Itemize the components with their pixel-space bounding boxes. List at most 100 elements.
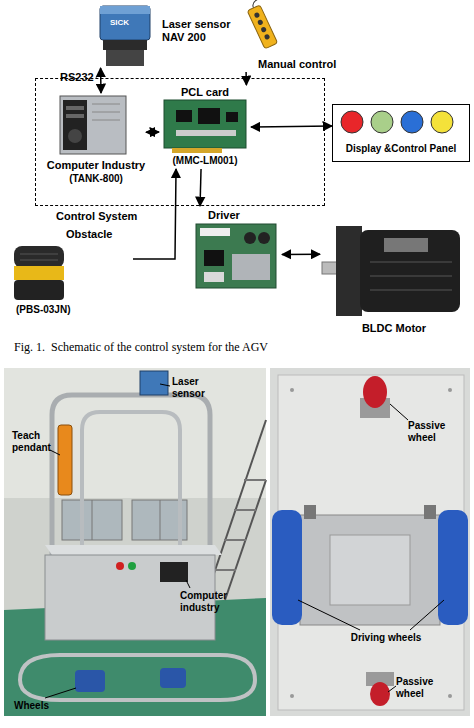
laser-sensor-icon [100, 6, 150, 14]
obstacle-sensor-icon [14, 266, 64, 280]
agv-photo [4, 368, 266, 716]
indicator-lamps [341, 111, 453, 133]
indicator-lamps [431, 111, 453, 133]
computer-icon [60, 96, 126, 154]
node-title: PCL card [159, 86, 251, 99]
agv-photo [160, 668, 186, 688]
node-title: Obstacle [66, 228, 132, 241]
node-title: Laser sensor NAV 200 [162, 18, 234, 44]
display-control-panel: Display &Control Panel [332, 104, 470, 162]
obstacle-sensor-icon [14, 246, 64, 268]
computer-icon [68, 129, 82, 143]
agv-photo [50, 450, 60, 455]
chassis-photo [448, 388, 452, 392]
laser-sensor-icon [106, 50, 144, 66]
connector-arrow [200, 169, 201, 206]
node-title: Display &Control Panel [335, 143, 467, 155]
indicator-lamps [401, 111, 423, 133]
brand-mark: SICK [110, 18, 144, 28]
agv-photo [244, 479, 266, 481]
connector-arrow [245, 72, 247, 85]
agv-photo [92, 500, 93, 540]
obstacle-sensor-icon [20, 260, 58, 261]
obstacle-sensor-icon [14, 280, 64, 300]
motor-icon [322, 226, 460, 316]
part-label: Driving wheels [338, 632, 434, 644]
pendant-icon [247, 5, 277, 49]
pendant-icon [260, 26, 267, 33]
node-title: Computer Industry [42, 159, 150, 172]
agv-photo [58, 425, 72, 495]
node-subtitle: (PBS-03JN) [16, 304, 116, 316]
chassis-photo [290, 694, 294, 698]
connector-arrow [251, 125, 332, 127]
computer-icon [92, 120, 120, 121]
agv-photo [45, 688, 76, 698]
chassis-photo [424, 505, 436, 519]
computer-icon [92, 104, 120, 105]
driver-board-icon [258, 232, 270, 244]
chassis-photo [410, 600, 444, 630]
laser-sensor-icon [100, 6, 150, 40]
computer-icon [66, 106, 84, 110]
pcl-card-icon [176, 110, 192, 122]
pendant-icon [245, 0, 279, 49]
agv-photo [225, 480, 266, 600]
agv-photo [160, 562, 188, 582]
agv-photo [128, 562, 136, 570]
agv-photo [62, 500, 122, 540]
chassis-photo [363, 376, 387, 408]
chassis-photo [438, 510, 468, 625]
motor-icon [370, 289, 452, 291]
industrial-computer: Computer Industry(TANK-800) [46, 93, 146, 191]
pcl-card-icon [198, 108, 220, 124]
chassis-photo [390, 404, 408, 420]
node-title: Control System [56, 210, 206, 223]
computer-icon [66, 114, 84, 118]
motor-icon [336, 226, 362, 316]
motor-icon [322, 262, 338, 274]
node-subtitle: (MMC-LM001) [155, 155, 255, 167]
chassis-photo [298, 600, 360, 630]
driver-board-icon [232, 254, 270, 280]
part-label: Laser sensor [172, 376, 222, 400]
node-title: Manual control [258, 58, 348, 71]
connector-label: RS232 [60, 71, 94, 84]
chassis-photo [448, 694, 452, 698]
connector-arrow [146, 131, 159, 133]
control-system-group: Control SystemComputer Industry(TANK-800… [35, 78, 325, 206]
pendant-icon [257, 19, 264, 26]
laser-sensor: Laser sensor NAV 200 [92, 2, 235, 68]
obstacle-sensor-icon [20, 254, 58, 255]
bldc-motor: BLDC Motor [320, 212, 468, 336]
motor-icon [384, 238, 428, 252]
driver-board-icon [244, 232, 256, 244]
chassis-photo [388, 686, 396, 692]
motor-icon [370, 275, 452, 277]
chassis-photo [330, 535, 410, 605]
obstacle-sensor-icon [14, 246, 64, 300]
driver-board-icon [196, 224, 276, 288]
driver-board-icon [200, 228, 230, 236]
chassis-photo [270, 368, 470, 716]
chassis-photo [370, 682, 390, 706]
agv-photo [82, 412, 180, 560]
obstacle-sensor: Obstacle (PBS-03JN) [8, 226, 133, 320]
agv-photo [140, 371, 168, 395]
manual-control: Manual control [236, 2, 348, 72]
agv-photo [45, 545, 222, 555]
agv-photo [20, 655, 255, 700]
pcl-card-icon [226, 112, 238, 122]
indicator-lamps [341, 111, 363, 133]
part-label: Teach pendant [12, 430, 57, 454]
pcl-card-icon [164, 100, 246, 153]
agv-photo [75, 670, 105, 692]
laser-sensor-icon [103, 40, 147, 50]
indicator-lamps [371, 111, 393, 133]
agv-photo [224, 539, 246, 541]
agv-photo [4, 368, 266, 498]
